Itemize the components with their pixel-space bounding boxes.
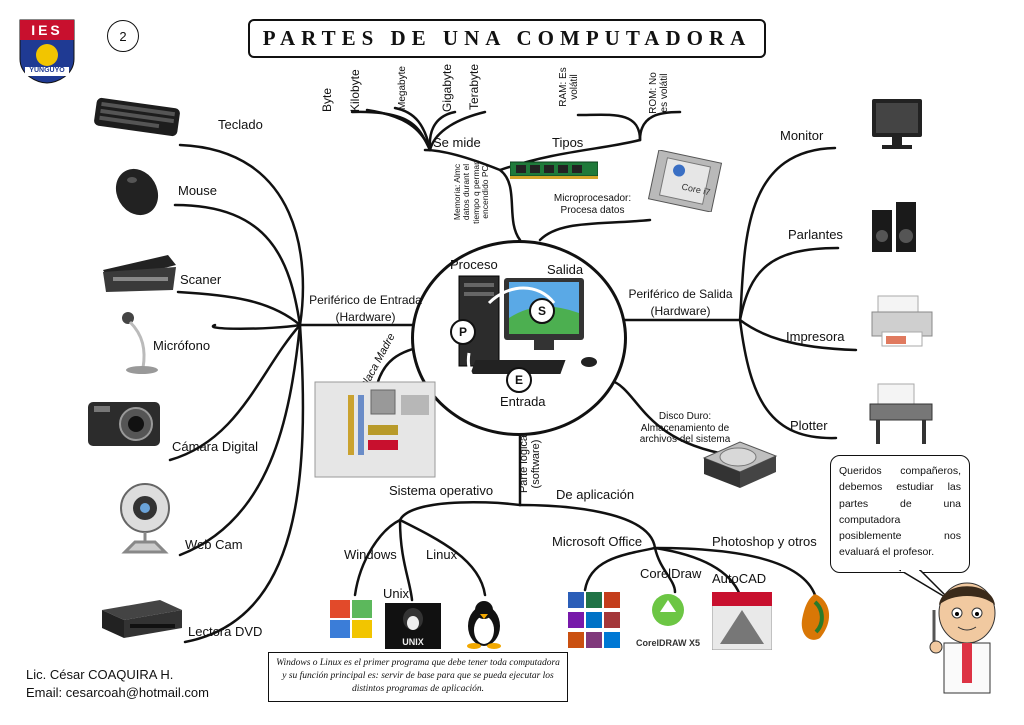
computer-center-circle: Proceso Salida Entrada P S E bbox=[411, 240, 627, 436]
disco-duro-label: Disco Duro: Almacenamiento de archivos d… bbox=[639, 411, 731, 445]
coreldraw-icon: CorelDRAW X5 bbox=[632, 590, 704, 655]
app-autocad-label: AutoCAD bbox=[712, 571, 767, 586]
scanner-icon bbox=[98, 250, 178, 300]
speakers-icon bbox=[870, 200, 920, 260]
windows-logo-icon bbox=[328, 598, 376, 645]
author-email: Email: cesarcoah@hotmail.com bbox=[26, 685, 209, 700]
input-scaner-label: Scaner bbox=[180, 272, 222, 287]
dvd-drive-icon bbox=[100, 598, 185, 645]
ram-label: RAM: Es volátil bbox=[558, 67, 580, 107]
camera-icon bbox=[86, 396, 164, 456]
logo-subtext: YUNGUYO bbox=[29, 67, 65, 74]
unit-byte: Byte bbox=[320, 87, 334, 112]
app-coreldraw-label: CorelDraw bbox=[640, 566, 702, 581]
cpu-chip-icon: Core i7 bbox=[645, 149, 725, 217]
photoshop-icon bbox=[790, 590, 840, 655]
speech-bubble: Queridos compañeros, debemos estudiar la… bbox=[830, 455, 970, 573]
output-monitor-label: Monitor bbox=[780, 128, 824, 143]
bubble-tail bbox=[898, 570, 951, 601]
unit-kilobyte: Kilobyte bbox=[348, 69, 362, 112]
unix-logo-icon: UNIX bbox=[385, 603, 441, 654]
se-mide-label: Se mide bbox=[433, 135, 481, 150]
software-label: Parte lógica (software) bbox=[518, 434, 543, 494]
svg-text:CorelDRAW X5: CorelDRAW X5 bbox=[636, 638, 700, 648]
output-plotter-label: Plotter bbox=[790, 418, 828, 433]
input-camara-label: Cámara Digital bbox=[172, 439, 258, 454]
input-microfono-label: Micrófono bbox=[153, 338, 211, 353]
unit-terabyte: Terabyte bbox=[467, 63, 481, 110]
school-logo: IES YUNGUYO bbox=[17, 17, 77, 85]
mouse-icon bbox=[110, 162, 165, 222]
student-cartoon-icon bbox=[922, 575, 1012, 705]
page-number: 2 bbox=[107, 20, 139, 52]
input-webcam-label: Web Cam bbox=[185, 537, 243, 552]
badge-proceso: P bbox=[450, 319, 476, 345]
tux-linux-icon bbox=[462, 598, 506, 655]
salida-label: Salida bbox=[547, 262, 584, 277]
hard-disk-icon bbox=[700, 438, 780, 498]
app-photoshop-label: Photoshop y otros bbox=[712, 534, 817, 549]
os-linux-label: Linux bbox=[426, 547, 458, 562]
badge-entrada: E bbox=[506, 367, 532, 393]
ram-icon bbox=[509, 160, 599, 185]
badge-salida: S bbox=[529, 298, 555, 324]
proceso-label: Proceso bbox=[450, 257, 498, 272]
logo-text: IES bbox=[31, 22, 63, 38]
keyboard-icon bbox=[92, 95, 182, 145]
input-teclado-label: Teclado bbox=[218, 117, 263, 132]
os-label: Sistema operativo bbox=[389, 483, 494, 498]
plotter-icon bbox=[868, 382, 936, 452]
cycle-arrows bbox=[466, 286, 556, 396]
title-box: PARTES DE UNA COMPUTADORA bbox=[248, 19, 766, 58]
unit-megabyte: Megabyte bbox=[397, 66, 408, 110]
office-icons bbox=[566, 590, 626, 655]
motherboard-icon bbox=[313, 380, 438, 485]
monitor-icon bbox=[868, 95, 928, 160]
os-unix-label: Unix bbox=[383, 586, 410, 601]
printer-icon bbox=[868, 292, 938, 357]
app-office-label: Microsoft Office bbox=[552, 534, 643, 549]
svg-text:UNIX: UNIX bbox=[402, 637, 424, 647]
unit-gigabyte: Gigabyte bbox=[440, 63, 454, 112]
author-name: Lic. César COAQUIRA H. bbox=[26, 667, 174, 682]
webcam-icon bbox=[110, 480, 180, 563]
output-impresora-label: Impresora bbox=[786, 329, 845, 344]
output-parlantes-label: Parlantes bbox=[788, 227, 843, 242]
page-title: PARTES DE UNA COMPUTADORA bbox=[262, 26, 752, 50]
input-branch-label: Periférico de Entrada (Hardware) bbox=[309, 293, 422, 324]
os-windows-label: Windows bbox=[344, 547, 397, 562]
output-branch-label: Periférico de Salida (Hardware) bbox=[628, 287, 733, 318]
note-box: Windows o Linux es el primer programa qu… bbox=[268, 652, 568, 702]
input-mouse-label: Mouse bbox=[178, 183, 218, 198]
tipos-label: Tipos bbox=[552, 135, 584, 150]
processor-label: Microprocesador: Procesa datos bbox=[553, 193, 632, 216]
memory-label: Memoria: Almc datos durant el tiempo q p… bbox=[452, 160, 491, 224]
microphone-icon bbox=[118, 310, 163, 380]
autocad-icon bbox=[711, 591, 773, 655]
rom-label: ROM: No es volátil bbox=[648, 72, 670, 114]
input-dvd-label: Lectora DVD bbox=[188, 624, 263, 639]
apps-label: De aplicación bbox=[556, 487, 635, 502]
entrada-label: Entrada bbox=[500, 394, 546, 409]
